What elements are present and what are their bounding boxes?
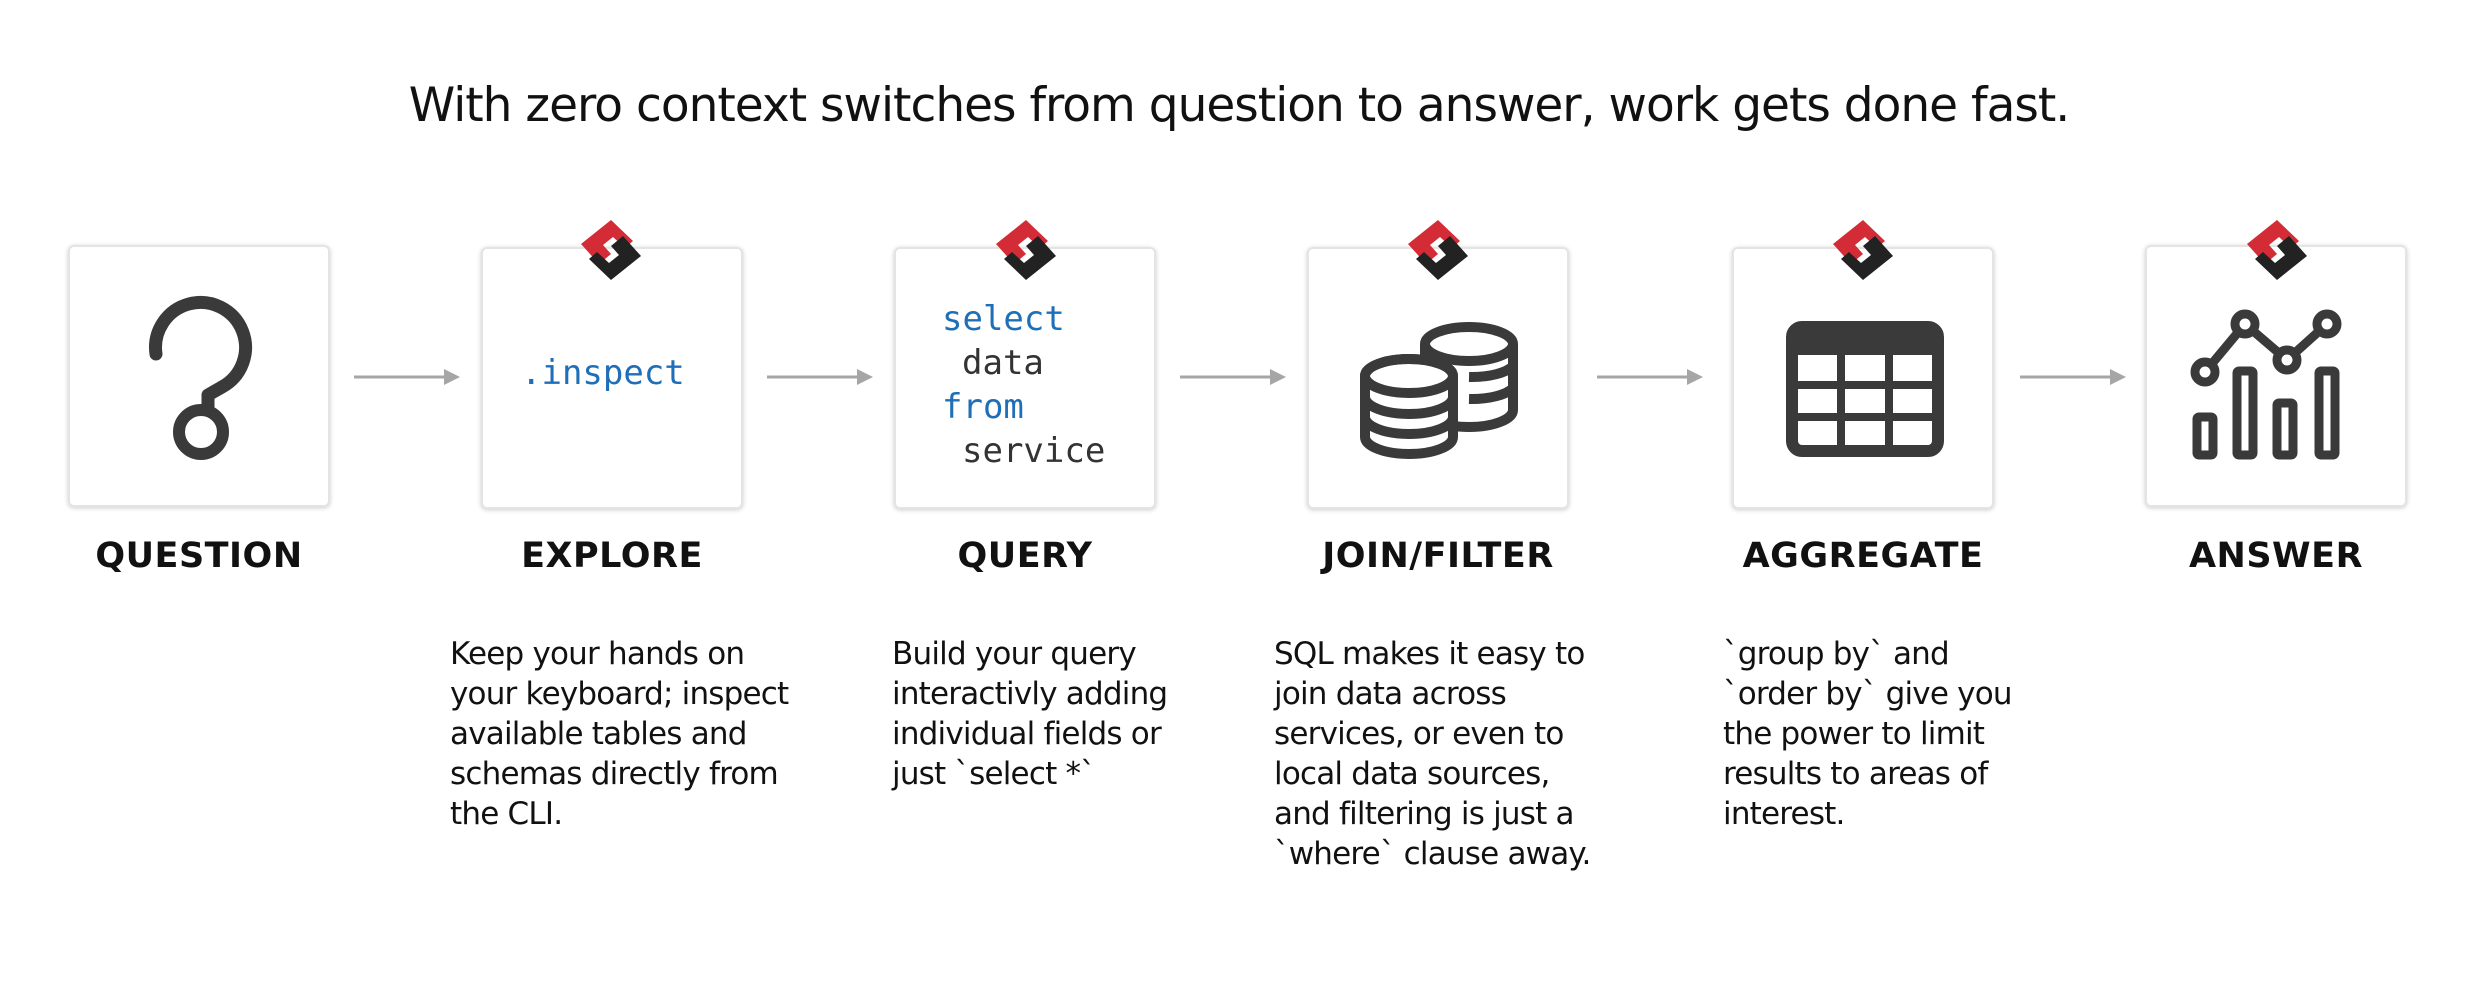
inspect-command: .inspect bbox=[521, 353, 685, 393]
description-line: and filtering is just a bbox=[1274, 796, 1575, 832]
description-line: individual fields or bbox=[892, 716, 1162, 752]
description-line: SQL makes it easy to bbox=[1274, 636, 1585, 672]
description-line: just `select *` bbox=[892, 756, 1096, 792]
steampipe-logo-icon bbox=[581, 220, 641, 280]
description-line: `order by` give you bbox=[1723, 676, 2013, 712]
chart-icon bbox=[2190, 309, 2342, 460]
description-line: `where` clause away. bbox=[1274, 836, 1591, 872]
arrow-right-icon bbox=[2020, 369, 2126, 385]
description-line: services, or even to bbox=[1274, 716, 1564, 752]
description-line: the power to limit bbox=[1723, 716, 1985, 752]
step-label-explore: EXPLORE bbox=[521, 536, 703, 576]
description-line: join data across bbox=[1274, 676, 1507, 712]
description-line: available tables and bbox=[450, 716, 747, 752]
description-line: Keep your hands on bbox=[450, 636, 745, 672]
steampipe-logo-icon bbox=[1833, 220, 1893, 280]
question-mark-icon bbox=[149, 295, 253, 460]
step-label-query: QUERY bbox=[957, 536, 1093, 576]
description-line: interest. bbox=[1723, 796, 1845, 832]
query-description: Build your query interactivly adding ind… bbox=[892, 634, 1168, 794]
explore-description: Keep your hands on your keyboard; inspec… bbox=[450, 634, 789, 834]
aggregate-card bbox=[1732, 247, 1994, 509]
database-stack-icon bbox=[1360, 322, 1518, 459]
question-card bbox=[68, 245, 330, 507]
answer-card bbox=[2145, 245, 2407, 507]
sql-keyword-select: select bbox=[942, 299, 1065, 339]
steampipe-logo-icon bbox=[2247, 220, 2307, 280]
description-line: Build your query bbox=[892, 636, 1137, 672]
step-label-join-filter: JOIN/FILTER bbox=[1322, 536, 1554, 576]
sql-keyword-from: from bbox=[942, 387, 1024, 427]
page-title: With zero context switches from question… bbox=[408, 78, 2070, 133]
arrow-right-icon bbox=[354, 369, 460, 385]
steampipe-logo-icon bbox=[996, 220, 1056, 280]
description-line: your keyboard; inspect bbox=[450, 676, 789, 712]
step-label-answer: ANSWER bbox=[2188, 536, 2364, 576]
query-card: select data from service bbox=[894, 247, 1156, 509]
step-label-question: QUESTION bbox=[95, 536, 303, 576]
arrow-right-icon bbox=[1180, 369, 1286, 385]
join-filter-description: SQL makes it easy to join data across se… bbox=[1274, 634, 1591, 874]
description-line: the CLI. bbox=[450, 796, 563, 832]
steampipe-logo-icon bbox=[1408, 220, 1468, 280]
step-label-aggregate: AGGREGATE bbox=[1742, 536, 1984, 576]
aggregate-description: `group by` and `order by` give you the p… bbox=[1723, 634, 2013, 834]
arrow-right-icon bbox=[1597, 369, 1703, 385]
sql-identifier-service: service bbox=[962, 431, 1106, 471]
description-line: results to areas of bbox=[1723, 756, 1988, 792]
join-filter-card bbox=[1307, 247, 1569, 509]
description-line: schemas directly from bbox=[450, 756, 779, 792]
arrow-right-icon bbox=[767, 369, 873, 385]
sql-identifier-data: data bbox=[962, 343, 1044, 383]
explore-card: .inspect bbox=[481, 247, 743, 509]
table-grid-icon bbox=[1786, 321, 1944, 457]
description-line: local data sources, bbox=[1274, 756, 1550, 792]
description-line: interactivly adding bbox=[892, 676, 1168, 712]
description-line: `group by` and bbox=[1723, 636, 1950, 672]
